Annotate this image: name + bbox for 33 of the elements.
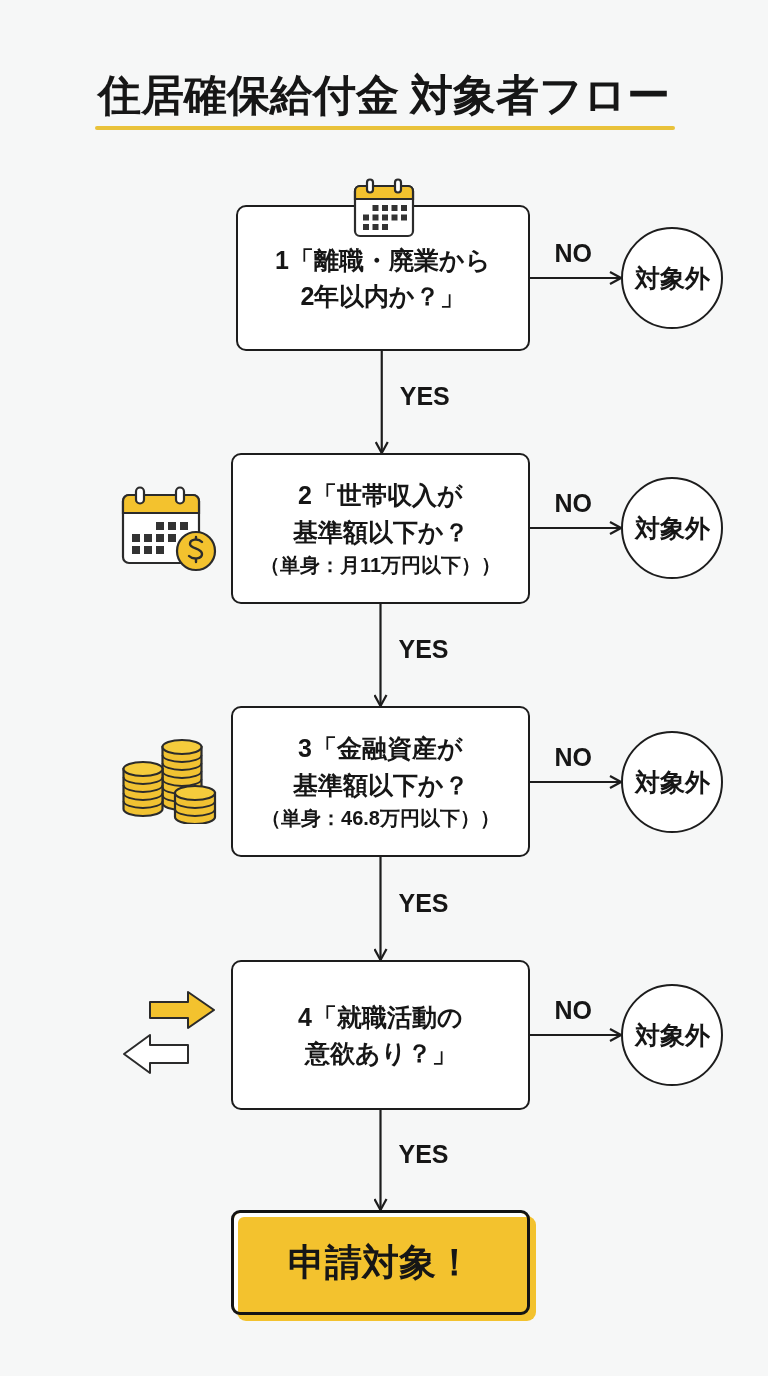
decision-box xyxy=(231,453,530,604)
outcome-text: 対象外 xyxy=(634,512,710,544)
edge-label: NO xyxy=(554,488,592,518)
edge-label: NO xyxy=(554,995,592,1025)
arrow xyxy=(530,1027,623,1043)
arrow xyxy=(373,1110,388,1212)
arrow xyxy=(374,351,389,455)
condition-note: （単身：46.8万円以下）） xyxy=(261,805,500,831)
arrow xyxy=(373,857,388,962)
arrow xyxy=(373,604,388,708)
edge-label: YES xyxy=(398,1139,449,1169)
outcome-text: 対象外 xyxy=(634,1019,710,1051)
diagram-title: 住居確保給付金 対象者フロー xyxy=(96,70,672,121)
arrow xyxy=(530,774,623,790)
edge-label: NO xyxy=(554,238,592,268)
question-text: 2「世帯収入が基準額以下か？ xyxy=(291,480,470,548)
outcome-text: 対象外 xyxy=(634,262,710,294)
result-text: 申請対象！ xyxy=(288,1240,473,1285)
arrow xyxy=(530,520,623,536)
edge-label: YES xyxy=(398,887,449,918)
result-box xyxy=(231,1210,536,1321)
question-text: 3「金融資産が基準額以下か？ xyxy=(291,733,470,801)
outcome-text: 対象外 xyxy=(634,766,710,798)
edge-label: YES xyxy=(398,634,449,664)
decision-box xyxy=(231,960,530,1110)
edge-label: YES xyxy=(399,381,450,411)
decision-box xyxy=(231,706,530,857)
question-text: 4「就職活動の意欲あり？」 xyxy=(297,1001,464,1069)
arrow xyxy=(530,270,623,286)
condition-note: （単身：月11万円以下）） xyxy=(259,552,502,578)
question-text: 1「離職・廃業から2年以内か？」 xyxy=(274,244,492,312)
decision-box xyxy=(236,205,530,351)
edge-label: NO xyxy=(554,742,592,772)
